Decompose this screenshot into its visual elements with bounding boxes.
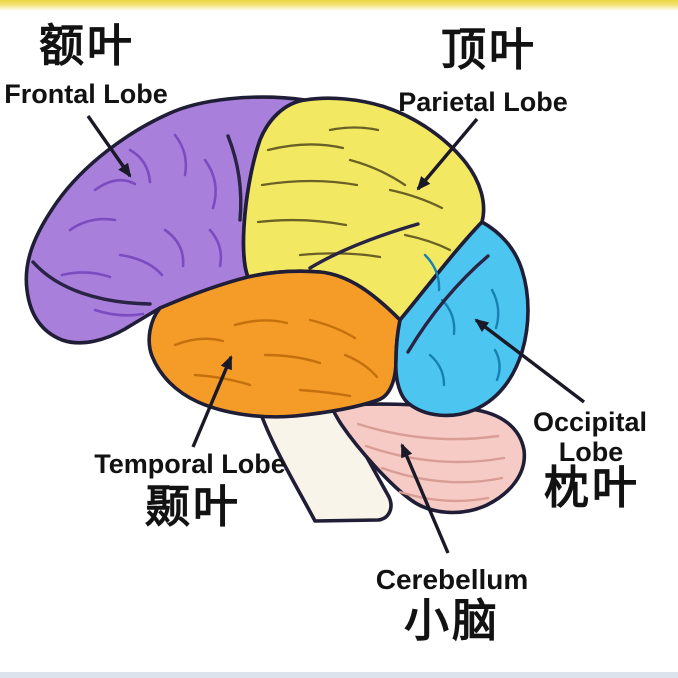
top-yellow-strip [0,0,678,11]
frontal-sulci [60,133,223,317]
temporal-lobe-label-zh: 颞叶 [144,481,242,532]
frontal-arrow [86,115,132,178]
frontal-lobe-label-zh: 额叶 [38,20,136,71]
temporal-sulci [173,318,379,398]
frontal-lobe-label-en: Frontal Lobe [4,79,168,109]
bottom-gray-strip [0,672,678,678]
cerebellum-label-en: Cerebellum [375,564,529,595]
temporal-lobe-label-en: Temporal Lobe [94,449,286,479]
frontal-major-sulci [31,134,243,306]
parietal-major-sulci [308,222,420,270]
cerebellum-label-zh: 小脑 [403,595,501,646]
occipital-lobe-label-en-line2: Lobe [558,437,624,467]
parietal-sulci [256,126,452,259]
parietal-lobe-label-en: Parietal Lobe [398,87,568,117]
occipital-major-sulci [406,254,490,354]
temporal-arrow [191,355,233,448]
parietal-lobe-label-zh: 顶叶 [440,24,538,75]
occipital-lobe-region [394,220,530,418]
cerebellum-arrow [400,443,450,554]
temporal-lobe-region [147,269,402,419]
cerebellum-folds [356,422,506,503]
annotation-arrows [86,115,586,554]
occipital-lobe-label-zh: 枕叶 [543,462,641,513]
occipital-arrow [474,318,586,404]
parietal-arrow [416,117,479,191]
occipital-lobe-label-en-line1: Occipital [532,407,648,437]
